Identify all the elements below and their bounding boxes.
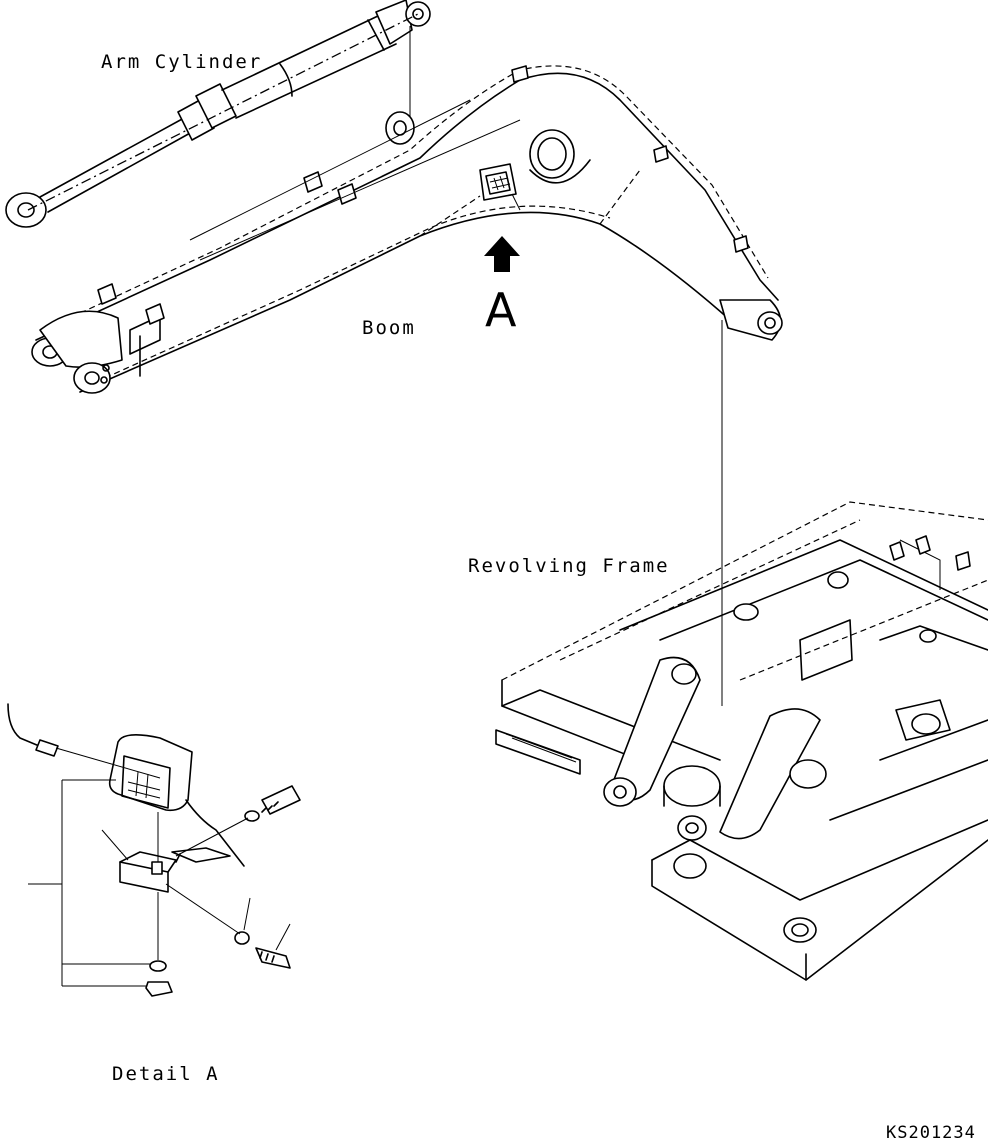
arm-cylinder [5, 0, 431, 228]
detail-a-assembly [7, 703, 301, 997]
view-marker-a: A [485, 283, 517, 337]
boom-label: Boom [362, 317, 416, 339]
boom [31, 65, 783, 394]
drawing-code: KS201234 [886, 1123, 976, 1139]
revolving-frame [495, 501, 988, 981]
revolving-frame-label: Revolving Frame [468, 555, 670, 577]
up-arrow-icon [484, 236, 520, 272]
work-lamp-icon [479, 163, 521, 211]
work-lamp-icon [108, 734, 193, 812]
arm-cylinder-label: Arm Cylinder [101, 51, 262, 73]
detail-a-label: Detail A [112, 1063, 220, 1085]
